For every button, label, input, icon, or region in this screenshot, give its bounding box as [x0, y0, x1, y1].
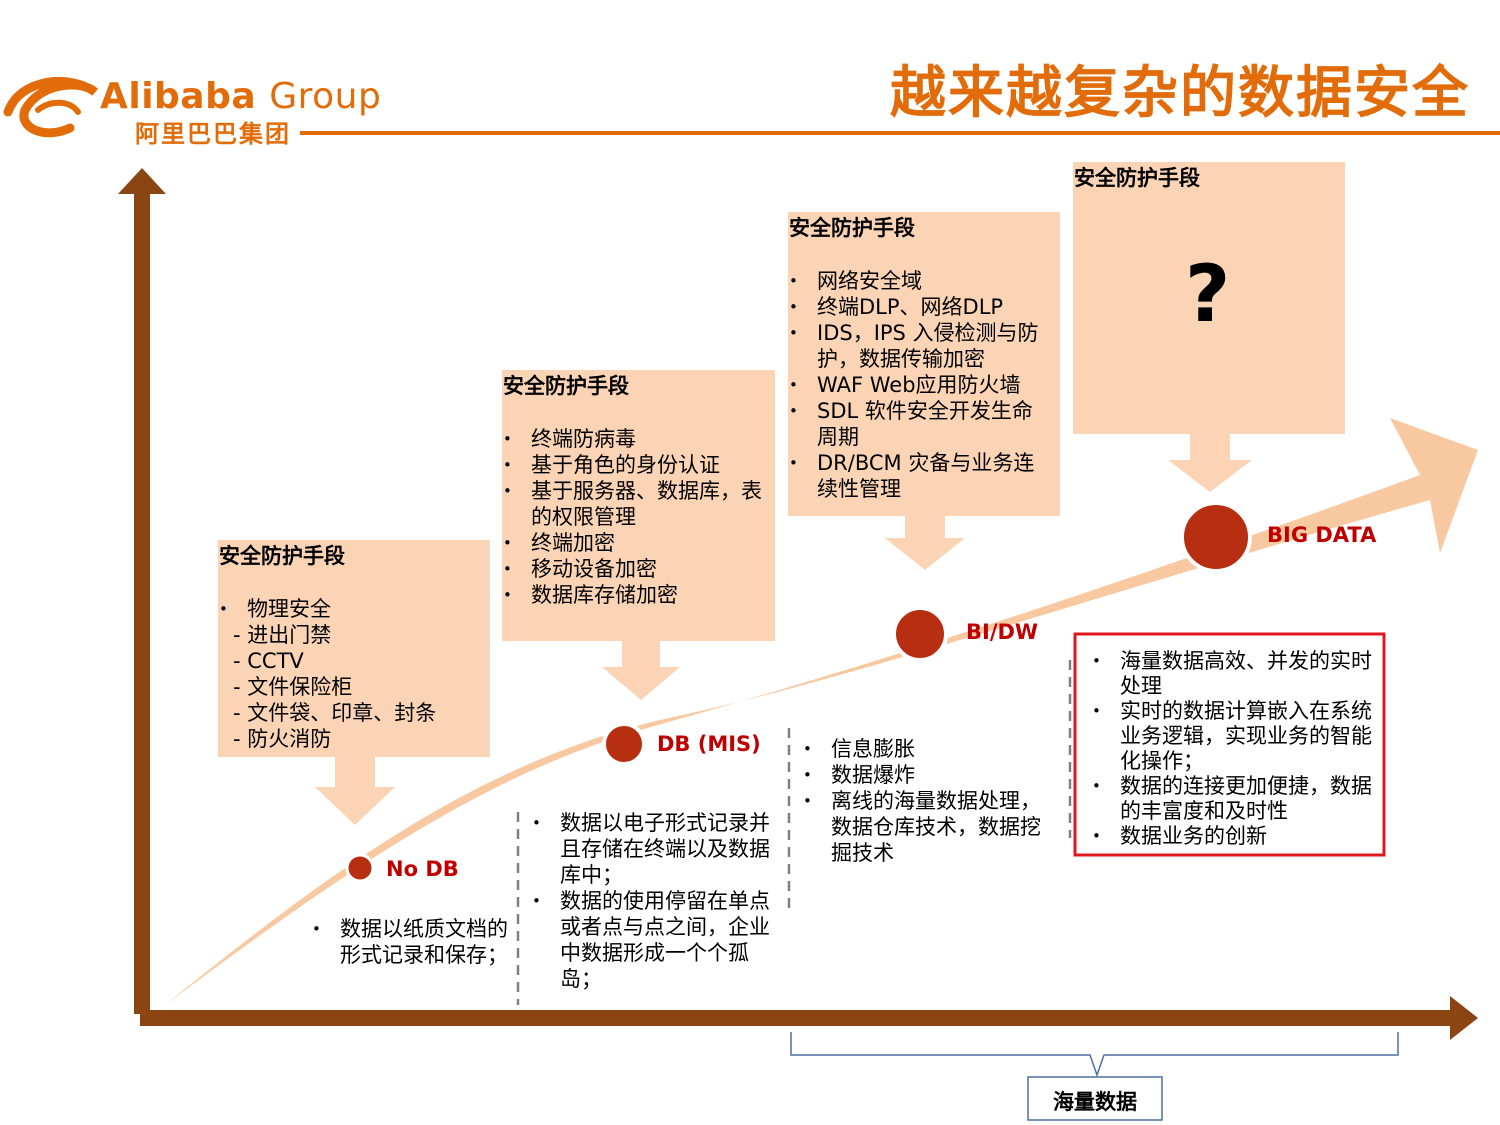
sub-item: - 文件保险柜 [233, 675, 353, 699]
list-item: 数据以电子形式记录并且存储在终端以及数据库中； [532, 810, 780, 888]
sub-item: - 防火消防 [233, 727, 332, 751]
list-item: 基于角色的身份认证 [503, 452, 775, 478]
box-title: 安全防护手段 [219, 544, 345, 568]
stage-label-no-db: No DB [386, 857, 459, 881]
protection-box-4: 安全防护手段 [1074, 162, 1344, 192]
mass-data-label-box [1027, 1076, 1163, 1121]
logo-wordmark: Alibaba Group [100, 76, 382, 117]
unknown-symbol: ? [1185, 250, 1231, 340]
box-bg-4 [1073, 162, 1345, 434]
protection-box-2: 安全防护手段 终端防病毒 基于角色的身份认证 基于服务器、数据库，表的权限管理 … [503, 370, 775, 608]
down-arrow-4 [1168, 434, 1252, 492]
mass-data-label: 海量数据 [1053, 1090, 1137, 1114]
down-arrow-3 [885, 516, 965, 570]
stage-label-bi-dw: BI/DW [966, 620, 1039, 644]
x-axis-head [1450, 996, 1478, 1040]
list-item: IDS，IPS 入侵检测与防护，数据传输加密 [789, 320, 1051, 372]
sub-item: - 文件袋、印章、封条 [233, 701, 437, 725]
list-item: 移动设备加密 [503, 556, 775, 582]
sub-item: - 进出门禁 [233, 623, 332, 647]
box-title: 安全防护手段 [789, 216, 915, 240]
list-item: 数据业务的创新 [1092, 824, 1377, 849]
node-bi-dw [892, 606, 948, 662]
list-item: 物理安全 - 进出门禁 - CCTV - 文件保险柜 - 文件袋、印章、封条 -… [219, 596, 489, 752]
down-arrow-2 [602, 641, 680, 700]
list-item: 数据爆炸 [803, 762, 1061, 788]
logo-chinese: 阿里巴巴集团 [135, 120, 291, 148]
list-item: 基于服务器、数据库，表的权限管理 [503, 478, 775, 530]
protection-box-1: 安全防护手段 物理安全 - 进出门禁 - CCTV - 文件保险柜 - 文件袋、… [219, 540, 489, 752]
box-title: 安全防护手段 [503, 374, 629, 398]
list-item: 数据的使用停留在单点或者点与点之间，企业中数据形成一个个孤岛； [532, 888, 780, 992]
node-no-db [345, 853, 375, 883]
node-big-data [1180, 501, 1252, 573]
page-title: 越来越复杂的数据安全 [890, 61, 1470, 126]
list-item: 终端DLP、网络DLP [789, 294, 1051, 320]
stage-notes-bi-dw: 信息膨胀 数据爆炸 离线的海量数据处理，数据仓库技术，数据挖掘技术 [803, 736, 1061, 866]
down-arrow-1 [315, 757, 395, 825]
list-item: 海量数据高效、并发的实时处理 [1092, 649, 1377, 699]
list-item: SDL 软件安全开发生命周期 [789, 398, 1051, 450]
list-item: 终端加密 [503, 530, 775, 556]
list-item: 信息膨胀 [803, 736, 1061, 762]
x-axis-shaft [140, 1010, 1452, 1026]
list-item: 终端防病毒 [503, 426, 775, 452]
mass-data-bracket [790, 1032, 1399, 1078]
list-item: 网络安全域 [789, 268, 1051, 294]
list-item: 数据的连接更加便捷，数据的丰富度和及时性 [1092, 774, 1377, 824]
list-item: WAF Web应用防火墙 [789, 372, 1051, 398]
stage-notes-db-mis: 数据以电子形式记录并且存储在终端以及数据库中； 数据的使用停留在单点或者点与点之… [532, 810, 780, 992]
box-title: 安全防护手段 [1074, 166, 1200, 190]
alibaba-logo-mark [3, 76, 99, 138]
y-axis-head [118, 168, 166, 194]
stage-label-big-data: BIG DATA [1267, 523, 1377, 547]
sub-item: - CCTV [233, 649, 304, 673]
y-axis-shaft [134, 188, 150, 1014]
stage-notes-no-db: 数据以纸质文档的形式记录和保存； [312, 916, 508, 968]
node-db-mis [602, 722, 646, 766]
big-data-highlight [1073, 632, 1386, 857]
stage-label-db-mis: DB (MIS) [657, 732, 761, 756]
list-item: 数据库存储加密 [503, 582, 775, 608]
stage-notes-big-data: 海量数据高效、并发的实时处理 实时的数据计算嵌入在系统业务逻辑，实现业务的智能化… [1092, 649, 1377, 849]
list-item: 实时的数据计算嵌入在系统业务逻辑，实现业务的智能化操作； [1092, 699, 1377, 774]
protection-box-3: 安全防护手段 网络安全域 终端DLP、网络DLP IDS，IPS 入侵检测与防护… [789, 212, 1051, 502]
list-item: 离线的海量数据处理，数据仓库技术，数据挖掘技术 [803, 788, 1061, 866]
list-item: DR/BCM 灾备与业务连续性管理 [789, 450, 1051, 502]
list-item: 数据以纸质文档的形式记录和保存； [312, 916, 508, 968]
